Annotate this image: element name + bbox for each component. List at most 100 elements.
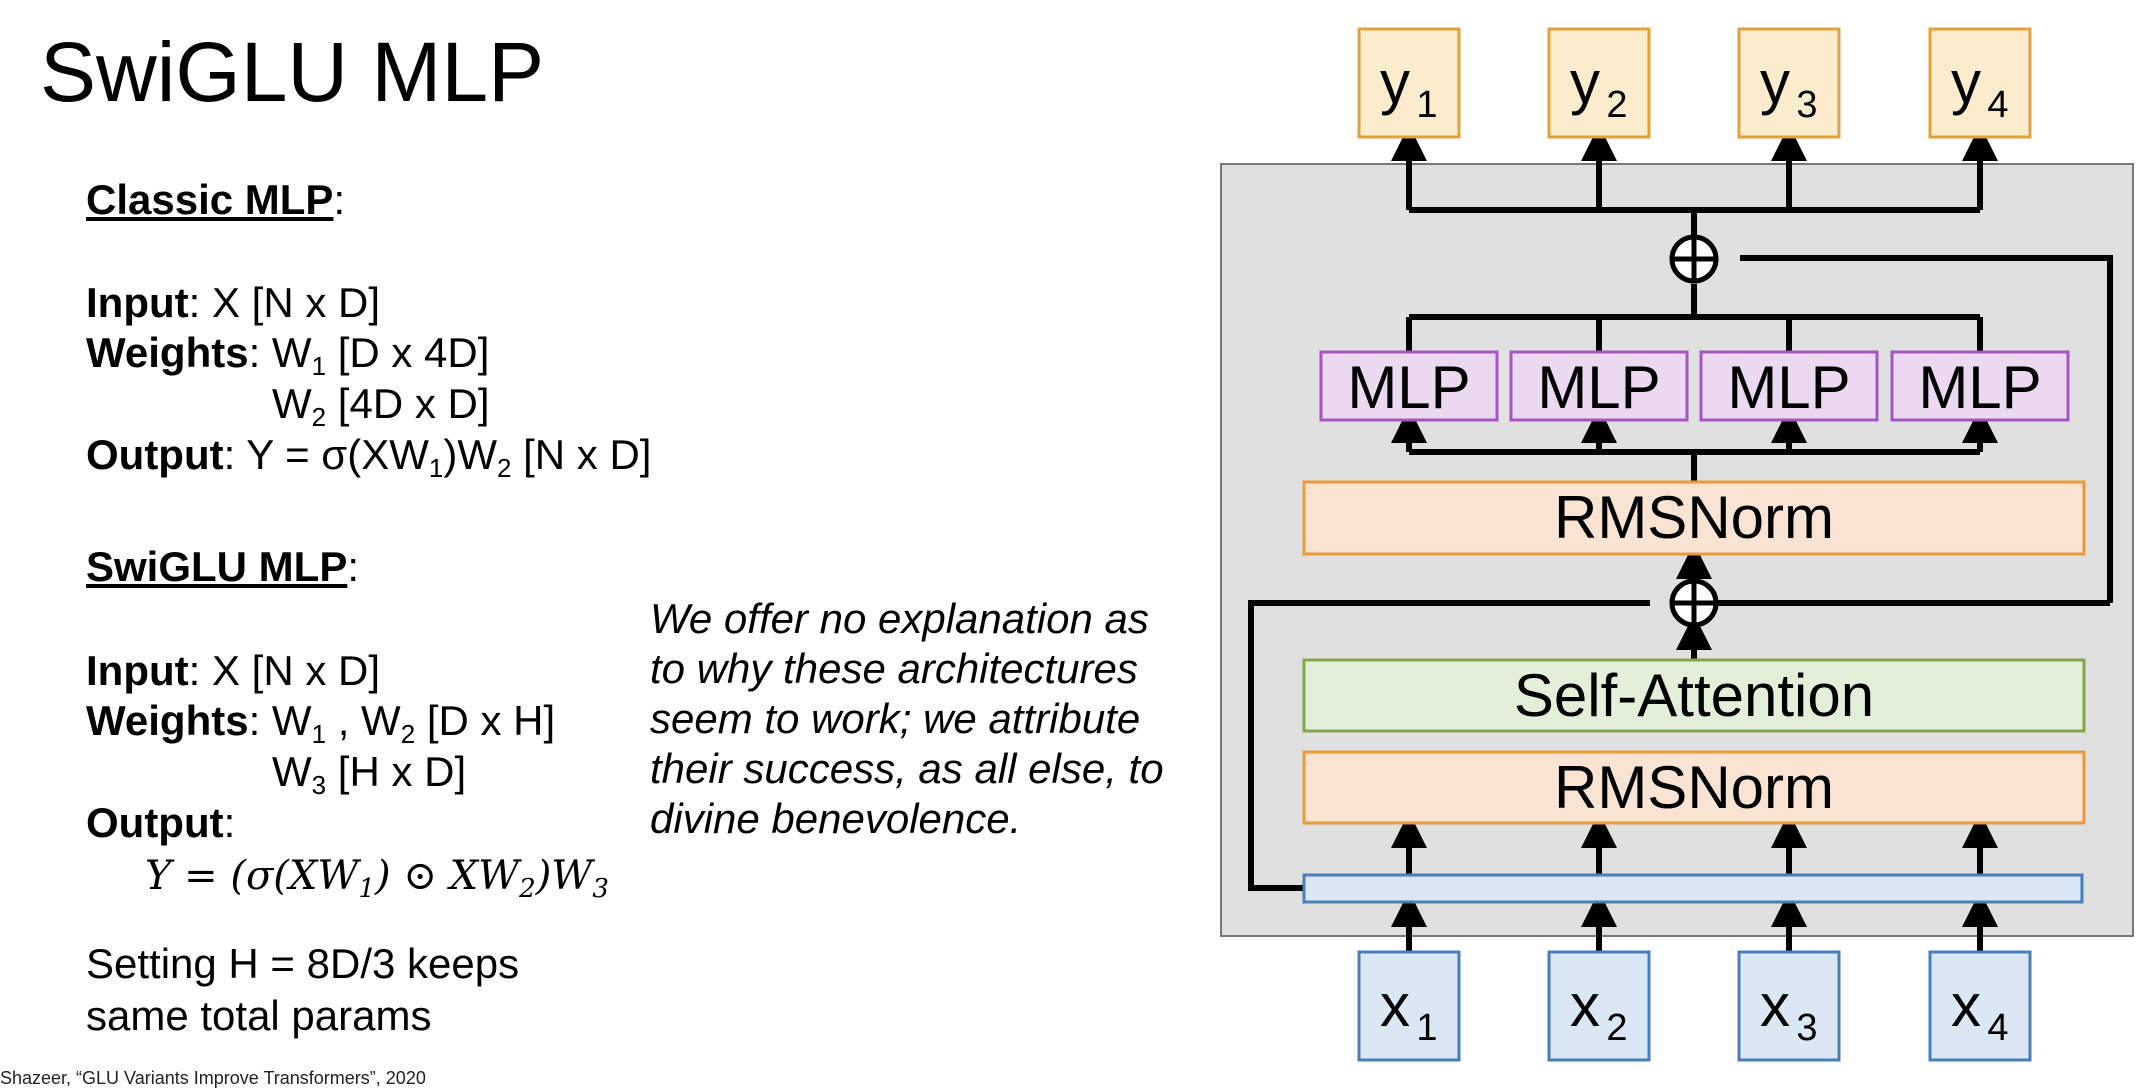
input-token-subscript: 4 (1987, 1007, 2008, 1049)
input-token-subscript: 3 (1796, 1007, 1817, 1049)
input-token-subscript: 2 (1606, 1007, 1627, 1049)
mlp-block-2: MLP (1509, 350, 1689, 422)
classic-weights-w1-sub: 1 (311, 351, 327, 381)
quote-text: We offer no explanation as to why these … (650, 595, 1164, 842)
mlp-blocks: MLP MLP MLP MLP (1319, 350, 2070, 422)
swiglu-weights-w3-line: W3 [H x D] (272, 746, 466, 798)
input-token-label: x (1951, 972, 1981, 1039)
input-token-box (1928, 950, 2032, 1062)
input-token-label: x (1380, 972, 1410, 1039)
swiglu-input-line: Input: X [N x D] (86, 645, 380, 697)
classic-weights-w1: : W (248, 329, 312, 376)
self-attention-label: Self-Attention (1514, 662, 1874, 729)
swiglu-weights-w3-sub: 3 (311, 770, 327, 800)
mlp-box (1509, 350, 1689, 422)
input-token-label: x (1760, 972, 1790, 1039)
self-attention-box (1302, 658, 2086, 733)
classic-output-a: : Y = σ(XW (223, 431, 429, 478)
swiglu-weights-w2: , W (326, 697, 401, 744)
input-token-box (1357, 950, 1461, 1062)
swiglu-formula-sub-2: 2 (519, 874, 536, 904)
classic-weights-w2-line: W2 [4D x D] (272, 378, 490, 430)
swiglu-note-line2: same total params (86, 992, 432, 1039)
output-token-subscript: 2 (1606, 84, 1627, 126)
classic-input-value: : X [N x D] (188, 279, 380, 326)
connection-lines (1248, 207, 2113, 891)
swiglu-output-label: Output (86, 799, 224, 846)
classic-mlp-heading: Classic MLP: (86, 174, 345, 226)
classic-mlp-header-colon: : (333, 176, 346, 223)
output-token-label: y (1951, 49, 1981, 116)
classic-weights-w1-shape: [D x 4D] (326, 329, 490, 376)
mlp-label: MLP (1537, 354, 1660, 421)
output-token-label: y (1760, 49, 1790, 116)
mlp-block-3: MLP (1699, 350, 1879, 422)
input-token-label: x (1570, 972, 1600, 1039)
swiglu-formula-b: ) ⊙ XW (375, 853, 520, 899)
classic-input-label: Input (86, 279, 189, 326)
output-token-box (1928, 27, 2032, 139)
swiglu-weights-label: Weights (86, 697, 249, 744)
output-token-subscript: 3 (1796, 84, 1817, 126)
residual-add-top (1669, 234, 1719, 284)
mlp-label: MLP (1918, 354, 2041, 421)
token-embedding-bar (1302, 873, 2084, 904)
swiglu-weights-line: Weights: W1 , W2 [D x H] (86, 695, 555, 747)
output-token-subscript: 4 (1987, 84, 2008, 126)
swiglu-input-label: Input (86, 647, 189, 694)
swiglu-weights-shape: [D x H] (415, 697, 556, 744)
classic-output-b: )W (443, 431, 497, 478)
input-token-subscript: 1 (1416, 1007, 1437, 1049)
rmsnorm-bottom-label: RMSNorm (1554, 754, 1834, 821)
mlp-block-1: MLP (1319, 350, 1499, 422)
swiglu-mlp-heading: SwiGLU MLP: (86, 541, 359, 593)
output-token-box (1547, 27, 1651, 139)
mlp-label: MLP (1727, 354, 1850, 421)
classic-input-line: Input: X [N x D] (86, 277, 380, 329)
classic-output-sub-1: 1 (428, 453, 444, 483)
rmsnorm-top-box (1302, 480, 2086, 556)
swiglu-formula: Y = (σ(XW1) ⊙ XW2)W3 (145, 850, 609, 902)
mlp-label: MLP (1347, 354, 1470, 421)
page-title: SwiGLU MLP (40, 25, 545, 119)
input-token-box (1737, 950, 1841, 1062)
swiglu-weights-w3: W (272, 748, 312, 795)
swiglu-weights-w3-shape: [H x D] (326, 748, 467, 795)
residual-add-bottom (1669, 578, 1719, 628)
classic-output-c: [N x D] (511, 431, 652, 478)
output-token-box (1357, 27, 1461, 139)
swiglu-mlp-header-colon: : (347, 543, 360, 590)
swiglu-output-colon: : (223, 799, 236, 846)
swiglu-formula-sub-3: 3 (592, 874, 609, 904)
classic-output-label: Output (86, 431, 224, 478)
classic-output-sub-2: 2 (496, 453, 512, 483)
classic-mlp-header: Classic MLP (86, 176, 334, 223)
swiglu-formula-c: )W (535, 853, 593, 899)
swiglu-formula-a: Y = (σ(XW (145, 853, 359, 899)
swiglu-weights-w2-sub: 2 (400, 719, 416, 749)
rmsnorm-top-label: RMSNorm (1554, 484, 1834, 551)
swiglu-output-line: Output: (86, 797, 235, 849)
output-token-subscript: 1 (1416, 84, 1437, 126)
mlp-box (1699, 350, 1879, 422)
rmsnorm-bottom-box (1302, 750, 2086, 825)
mlp-box (1319, 350, 1499, 422)
classic-weights-w2-sub: 2 (311, 402, 327, 432)
output-token-box (1737, 27, 1841, 139)
arrows (1391, 125, 1998, 952)
classic-output-line: Output: Y = σ(XW1)W2 [N x D] (86, 429, 651, 481)
swiglu-mlp-header: SwiGLU MLP (86, 543, 348, 590)
input-token-box (1547, 950, 1651, 1062)
mlp-block-4: MLP (1890, 350, 2070, 422)
